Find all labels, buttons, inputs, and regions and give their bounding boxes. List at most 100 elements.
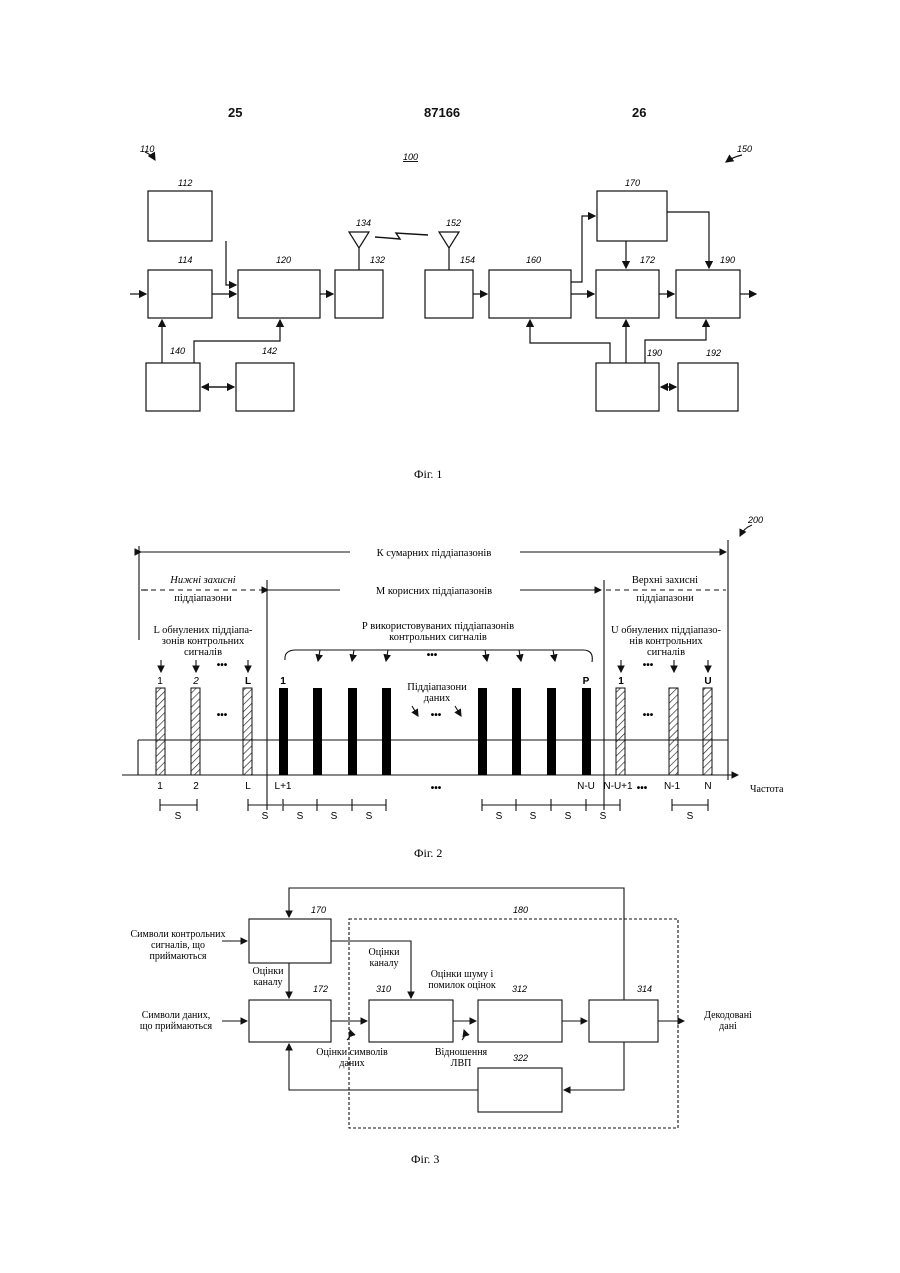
useful-subbands-label: М корисних піддіапазонів xyxy=(376,586,492,597)
tick-N: N xyxy=(704,781,711,792)
block-190 xyxy=(596,363,659,411)
ref-172: 172 xyxy=(640,255,655,265)
ref-140: 140 xyxy=(170,346,185,356)
ellipsis-bars-u: ••• xyxy=(643,710,654,721)
block-314 xyxy=(589,1000,658,1042)
ref-180: 190 xyxy=(720,255,735,265)
block-322 xyxy=(478,1068,562,1112)
lower-pilots-l2: зонів контрольних xyxy=(162,636,245,647)
pilot-in-l1: Символи контрольних xyxy=(130,929,225,940)
upper-guard-l1: Верхні захисні xyxy=(632,575,698,586)
fig3-diagram xyxy=(222,888,684,1128)
fig3-text: 170 180 172 310 312 314 322 Символи конт… xyxy=(130,905,752,1166)
ref-134: 134 xyxy=(356,218,371,228)
ref-112: 112 xyxy=(178,178,192,188)
pilot-in-l2: сигналів, що xyxy=(151,940,205,951)
spacing-s9: S xyxy=(600,811,607,822)
block-140 xyxy=(146,363,200,411)
block-170 xyxy=(597,191,667,241)
pilot-4 xyxy=(382,688,391,775)
ref-314: 314 xyxy=(637,984,652,994)
block-170 xyxy=(249,919,331,963)
fig1-refs: 110 100 150 112 114 120 134 152 132 154 … xyxy=(140,144,752,481)
chan-est2-l1: Оцінки xyxy=(369,947,401,958)
block-142 xyxy=(236,363,294,411)
mark-P: P xyxy=(583,676,590,687)
tick-1: 1 xyxy=(157,781,163,792)
noise-est-l2: помилок оцінок xyxy=(428,980,496,991)
ref-322: 322 xyxy=(513,1053,528,1063)
pilot-7 xyxy=(547,688,556,775)
ref-132: 132 xyxy=(370,255,385,265)
ref-110: 110 xyxy=(140,144,154,154)
spacing-s4: S xyxy=(331,811,338,822)
spacing-s3: S xyxy=(297,811,304,822)
mark-La: L xyxy=(245,676,251,687)
null-pilot-L xyxy=(243,688,252,775)
spacing-s5: S xyxy=(366,811,373,822)
ref-200: 200 xyxy=(747,515,763,525)
tick-N1: N-1 xyxy=(664,781,681,792)
data-in-l2: що приймаються xyxy=(140,1021,213,1032)
pilot-P xyxy=(582,688,591,775)
lower-guard-l1: Нижні захисні xyxy=(169,575,235,586)
spacing-s8: S xyxy=(565,811,572,822)
fig1-caption: Фіг. 1 xyxy=(414,467,442,481)
lower-guard-l2: піддіапазони xyxy=(174,593,232,604)
null-pilot-1 xyxy=(156,688,165,775)
block-172 xyxy=(249,1000,331,1042)
block-172 xyxy=(596,270,659,318)
decoded-l2: дані xyxy=(719,1021,737,1032)
mark-1c: 1 xyxy=(618,676,624,687)
spacing-s6: S xyxy=(496,811,503,822)
sym-est-l2: даних xyxy=(339,1058,364,1069)
block-132 xyxy=(335,270,383,318)
block-114 xyxy=(148,270,212,318)
ellipsis-bars-l: ••• xyxy=(217,710,228,721)
null-pilot-2 xyxy=(191,688,200,775)
block-192 xyxy=(678,363,738,411)
ref-312: 312 xyxy=(512,984,527,994)
data-subbands-l2: даних xyxy=(424,693,451,704)
mark-2a: 2 xyxy=(192,676,199,687)
null-pilot-n1 xyxy=(669,688,678,775)
frequency-label: Частота xyxy=(750,784,784,795)
block-312 xyxy=(478,1000,562,1042)
pilot-5 xyxy=(478,688,487,775)
lower-pilots-l1: L обнулених піддіапа- xyxy=(153,625,253,636)
block-180 xyxy=(676,270,740,318)
ellipsis-p: ••• xyxy=(427,650,438,661)
spacing-s10: S xyxy=(687,811,694,822)
block-310 xyxy=(369,1000,453,1042)
ref-190: 190 xyxy=(647,348,662,358)
data-subbands-l1: Піддіапазони xyxy=(407,682,467,693)
ref-150: 150 xyxy=(737,144,752,154)
ellipsis-u: ••• xyxy=(643,660,654,671)
sym-est-l1: Оцінки символів xyxy=(316,1047,388,1058)
fig3-caption: Фіг. 3 xyxy=(411,1152,439,1166)
chan-est2-l2: каналу xyxy=(369,958,398,969)
ref-310: 310 xyxy=(376,984,391,994)
upper-pilots-l3: сигналів xyxy=(647,647,685,658)
null-pilot-u1 xyxy=(616,688,625,775)
chan-est1-l1: Оцінки xyxy=(253,966,285,977)
ellipsis-axis-u: ••• xyxy=(637,783,648,794)
spacing-s2: S xyxy=(262,811,269,822)
block-112 xyxy=(148,191,212,241)
ref-152: 152 xyxy=(446,218,461,228)
ellipsis-bars-data: ••• xyxy=(431,710,442,721)
tick-NU1: N-U+1 xyxy=(603,781,633,792)
mark-U: U xyxy=(704,676,711,687)
ref-170: 170 xyxy=(625,178,640,188)
upper-guard-l2: піддіапазони xyxy=(636,593,694,604)
tick-L: L xyxy=(245,781,251,792)
ref-170: 170 xyxy=(311,905,326,915)
ref-120: 120 xyxy=(276,255,291,265)
upper-pilots-l2: нів контрольних xyxy=(629,636,703,647)
chan-est1-l2: каналу xyxy=(253,977,282,988)
llr-l2: ЛВП xyxy=(451,1058,472,1069)
spacing-s7: S xyxy=(530,811,537,822)
data-in-l1: Символи даних, xyxy=(142,1010,210,1021)
block-120 xyxy=(238,270,320,318)
ellipsis-l: ••• xyxy=(217,660,228,671)
